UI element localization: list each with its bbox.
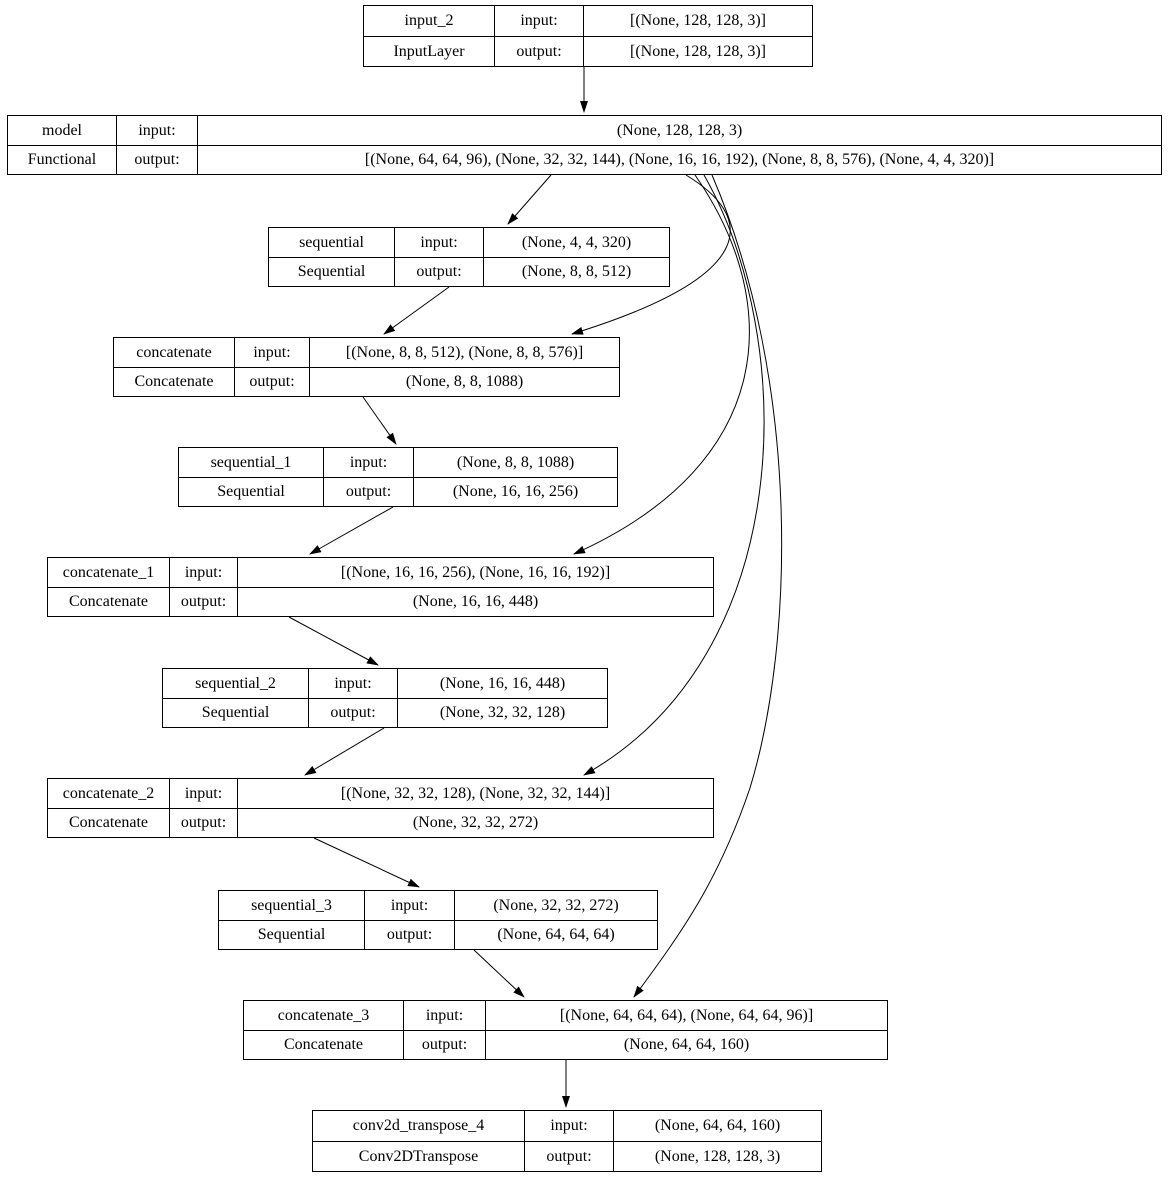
input-shape: (None, 4, 4, 320)	[483, 228, 669, 257]
layer-type: Sequential	[179, 477, 323, 506]
layer-type: Sequential	[269, 257, 394, 286]
output-shape: [(None, 64, 64, 96), (None, 32, 32, 144)…	[197, 145, 1161, 174]
layer-name: sequential	[299, 233, 364, 251]
layer-name: concatenate_1	[62, 563, 155, 581]
input-shape: [(None, 128, 128, 3)]	[583, 6, 812, 36]
edge-sequential_1-concatenate_1	[309, 506, 394, 555]
layer-type: Conv2DTranspose	[313, 1141, 524, 1171]
input-shape: (None, 32, 32, 272)	[454, 891, 657, 920]
output-shape: [(None, 128, 128, 3)]	[583, 36, 812, 66]
layer-name: sequential_3	[251, 896, 332, 914]
node-concatenate_1: concatenate_1 input: [(None, 16, 16, 256…	[47, 557, 714, 617]
layer-type: Sequential	[219, 920, 364, 949]
node-concatenate_2: concatenate_2 input: [(None, 32, 32, 128…	[47, 778, 714, 838]
output-shape: (None, 8, 8, 512)	[483, 257, 669, 286]
layer-type: Concatenate	[244, 1030, 403, 1059]
edge-concatenate_1-sequential_2	[288, 616, 379, 666]
input-label: input:	[116, 116, 197, 145]
input-label: input:	[234, 338, 309, 367]
output-label: output:	[169, 587, 237, 616]
node-sequential: sequential input: (None, 4, 4, 320) Sequ…	[268, 227, 670, 287]
layer-name: concatenate	[136, 343, 212, 361]
edge-model-sequential	[507, 174, 552, 225]
input-label: input:	[364, 891, 454, 920]
output-label: output:	[403, 1030, 485, 1059]
output-shape: (None, 16, 16, 256)	[413, 477, 617, 506]
output-shape: (None, 64, 64, 64)	[454, 920, 657, 949]
layer-type: InputLayer	[364, 36, 494, 66]
output-label: output:	[116, 145, 197, 174]
node-sequential_2: sequential_2 input: (None, 16, 16, 448) …	[162, 668, 608, 728]
layer-type: Concatenate	[114, 367, 234, 396]
node-concatenate: concatenate input: [(None, 8, 8, 512), (…	[113, 337, 620, 397]
output-label: output:	[524, 1141, 613, 1171]
output-label: output:	[169, 808, 237, 837]
edge-concatenate-sequential_1	[362, 396, 397, 445]
edge-sequential_3-concatenate_3	[473, 949, 525, 998]
node-model: model input: (None, 128, 128, 3) Functio…	[7, 115, 1162, 175]
output-label: output:	[394, 257, 483, 286]
input-label: input:	[169, 558, 237, 587]
node-sequential_3: sequential_3 input: (None, 32, 32, 272) …	[218, 890, 658, 950]
input-label: input:	[323, 448, 413, 477]
input-label: input:	[403, 1001, 485, 1030]
layer-name: input_2	[404, 12, 454, 29]
output-label: output:	[364, 920, 454, 949]
input-shape: [(None, 8, 8, 512), (None, 8, 8, 576)]	[309, 338, 619, 367]
output-shape: (None, 64, 64, 160)	[485, 1030, 887, 1059]
edge-sequential_2-concatenate_2	[304, 727, 385, 776]
edge-sequential-concatenate	[383, 286, 450, 335]
node-input_2: input_2 input: [(None, 128, 128, 3)] Inp…	[363, 5, 813, 67]
layer-type: Functional	[8, 145, 116, 174]
input-shape: (None, 128, 128, 3)	[197, 116, 1161, 145]
input-shape: (None, 64, 64, 160)	[613, 1111, 821, 1141]
output-label: output:	[234, 367, 309, 396]
input-shape: [(None, 16, 16, 256), (None, 16, 16, 192…	[237, 558, 713, 587]
node-conv2d_transpose_4: conv2d_transpose_4 input: (None, 64, 64,…	[312, 1110, 822, 1172]
output-shape: (None, 16, 16, 448)	[237, 587, 713, 616]
output-label: output:	[323, 477, 413, 506]
edge-concatenate_2-sequential_3	[313, 837, 420, 888]
input-label: input:	[524, 1111, 613, 1141]
layer-type: Concatenate	[48, 808, 169, 837]
output-label: output:	[308, 698, 397, 727]
input-label: input:	[308, 669, 397, 698]
layer-type: Concatenate	[48, 587, 169, 616]
output-shape: (None, 32, 32, 128)	[397, 698, 607, 727]
layer-name: model	[42, 121, 82, 139]
input-shape: (None, 8, 8, 1088)	[413, 448, 617, 477]
node-concatenate_3: concatenate_3 input: [(None, 64, 64, 64)…	[243, 1000, 888, 1060]
layer-name: sequential_1	[210, 453, 292, 471]
input-label: input:	[169, 779, 237, 808]
output-shape: (None, 8, 8, 1088)	[309, 367, 619, 396]
input-label: input:	[394, 228, 483, 257]
input-shape: [(None, 64, 64, 64), (None, 64, 64, 96)]	[485, 1001, 887, 1030]
input-shape: [(None, 32, 32, 128), (None, 32, 32, 144…	[237, 779, 713, 808]
layer-name: concatenate_3	[277, 1006, 370, 1024]
output-label: output:	[494, 36, 583, 66]
layer-type: Sequential	[163, 698, 308, 727]
output-shape: (None, 32, 32, 272)	[237, 808, 713, 837]
input-label: input:	[494, 6, 583, 36]
input-shape: (None, 16, 16, 448)	[397, 669, 607, 698]
node-sequential_1: sequential_1 input: (None, 8, 8, 1088) S…	[178, 447, 618, 507]
layer-name: conv2d_transpose_4	[352, 1117, 485, 1134]
output-shape: (None, 128, 128, 3)	[613, 1141, 821, 1171]
layer-name: concatenate_2	[62, 784, 155, 802]
layer-name: sequential_2	[195, 674, 276, 692]
